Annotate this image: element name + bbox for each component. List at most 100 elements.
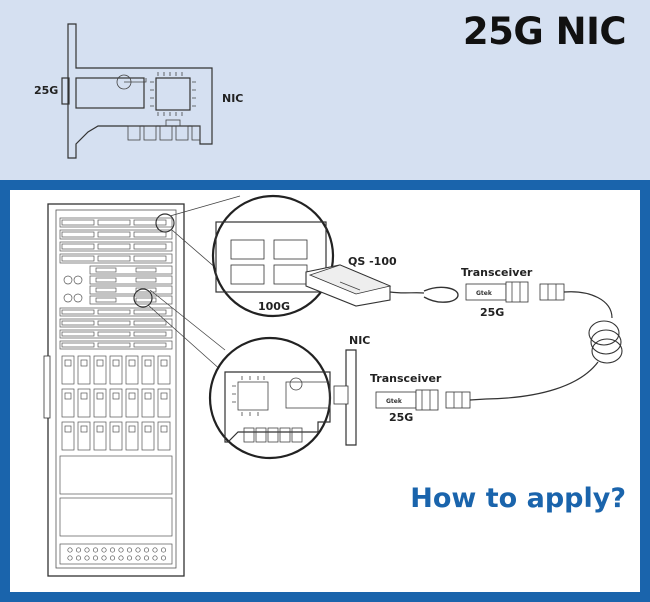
rack-knob bbox=[63, 275, 73, 285]
rack-port-bank bbox=[61, 231, 95, 238]
card-nic-label: NIC bbox=[222, 92, 243, 105]
rack-port bbox=[95, 287, 117, 293]
rack-knob bbox=[135, 547, 141, 553]
module-label: QS -100 bbox=[348, 255, 397, 268]
rack-port-bank bbox=[97, 243, 131, 250]
rack-drawer bbox=[59, 497, 173, 537]
rack-handle bbox=[43, 355, 51, 419]
rack-port-bank bbox=[133, 231, 167, 238]
rack-port bbox=[160, 392, 168, 400]
nic-detail bbox=[208, 336, 332, 460]
rack-port bbox=[64, 425, 72, 433]
rack-port bbox=[112, 425, 120, 433]
rack-port-bank bbox=[97, 331, 131, 337]
how-to-apply-heading: How to apply? bbox=[410, 483, 626, 514]
top-transceiver: Gtek Transceiver 25G bbox=[461, 266, 565, 319]
rack-port-bank bbox=[133, 320, 167, 326]
rack-knob bbox=[73, 293, 83, 303]
rack-port-bank bbox=[61, 342, 95, 348]
rack-knob bbox=[67, 547, 73, 553]
rack-port-bank bbox=[133, 309, 167, 315]
rack-knob bbox=[143, 547, 150, 553]
rack-port bbox=[80, 425, 88, 433]
rack-knob bbox=[92, 555, 99, 561]
rack-port-bank bbox=[61, 219, 95, 226]
rack-port-bank bbox=[133, 255, 167, 262]
qsfp-module: QS -100 bbox=[305, 255, 459, 307]
rack-knob bbox=[118, 555, 124, 561]
rack-knob bbox=[109, 547, 116, 553]
rack-port-bank bbox=[133, 342, 167, 348]
rack-port bbox=[64, 392, 72, 400]
rack-knob bbox=[152, 555, 158, 561]
rack-knob bbox=[92, 547, 99, 553]
rack-switch-unit bbox=[89, 275, 173, 285]
rack-port-bank bbox=[61, 331, 95, 337]
rack-port bbox=[128, 425, 136, 433]
rack-switch-unit bbox=[89, 285, 173, 295]
card-port-cage bbox=[75, 77, 145, 109]
rack-knob bbox=[101, 555, 107, 561]
rack-port bbox=[96, 392, 104, 400]
rack-port-bank bbox=[97, 342, 131, 348]
rack-port bbox=[160, 425, 168, 433]
rack-port bbox=[144, 425, 152, 433]
fiber-cable bbox=[485, 291, 623, 400]
rack-port bbox=[135, 297, 157, 303]
rack-knob bbox=[118, 547, 124, 553]
rack-knob bbox=[126, 547, 133, 553]
card-bracket-port bbox=[61, 77, 70, 105]
rack-port-bank bbox=[61, 309, 95, 315]
rack-knob bbox=[67, 555, 73, 561]
rack-knob bbox=[126, 555, 133, 561]
rack-port bbox=[95, 277, 117, 283]
rack-knob bbox=[143, 555, 150, 561]
rack-port bbox=[64, 359, 72, 367]
card-chip bbox=[155, 77, 191, 111]
rack-port bbox=[128, 359, 136, 367]
rack-knob bbox=[135, 555, 141, 561]
rack-knob bbox=[75, 555, 82, 561]
rack-switch-unit bbox=[89, 295, 173, 305]
rack-knob bbox=[73, 275, 83, 285]
page-title: 25G NIC bbox=[462, 10, 627, 53]
nic-bracket: NIC bbox=[333, 334, 370, 446]
top-transceiver-brand: Gtek bbox=[476, 290, 493, 297]
rack-port bbox=[112, 359, 120, 367]
rack-port-bank bbox=[61, 243, 95, 250]
rack-port bbox=[80, 359, 88, 367]
rack-knob bbox=[109, 555, 116, 561]
rack-port-bank bbox=[133, 331, 167, 337]
nic-detail-label: NIC bbox=[349, 334, 370, 347]
rack-port-bank bbox=[61, 255, 95, 262]
rack-port-bank bbox=[133, 219, 167, 226]
rack-port bbox=[95, 297, 117, 303]
rack-port-bank bbox=[97, 309, 131, 315]
server-rack bbox=[43, 195, 241, 577]
rack-port-bank bbox=[97, 320, 131, 326]
rack-port bbox=[112, 392, 120, 400]
rack-highlight-nic bbox=[133, 288, 153, 308]
rack-port bbox=[144, 392, 152, 400]
header-band bbox=[0, 0, 650, 180]
rack-port-bank bbox=[97, 255, 131, 262]
bottom-transceiver-brand: Gtek bbox=[386, 398, 403, 405]
rack-knob bbox=[152, 547, 158, 553]
rack-port-bank bbox=[97, 219, 131, 226]
top-transceiver-speed: 25G bbox=[480, 306, 504, 319]
rack-port bbox=[160, 359, 168, 367]
bottom-transceiver-speed: 25G bbox=[389, 411, 413, 424]
rack-port bbox=[95, 267, 117, 273]
rack-knob bbox=[84, 555, 90, 561]
switch-detail: 100G bbox=[211, 194, 335, 318]
rack-knob bbox=[101, 547, 107, 553]
rack-port-bank bbox=[133, 243, 167, 250]
rack-port bbox=[128, 392, 136, 400]
bottom-transceiver: Gtek Transceiver 25G bbox=[370, 372, 487, 424]
rack-knob bbox=[84, 547, 90, 553]
rack-vent bbox=[59, 543, 173, 565]
rack-switch-unit bbox=[89, 265, 173, 275]
bottom-transceiver-label: Transceiver bbox=[370, 372, 442, 385]
nic-card-illustration: 25G NIC bbox=[34, 23, 243, 159]
